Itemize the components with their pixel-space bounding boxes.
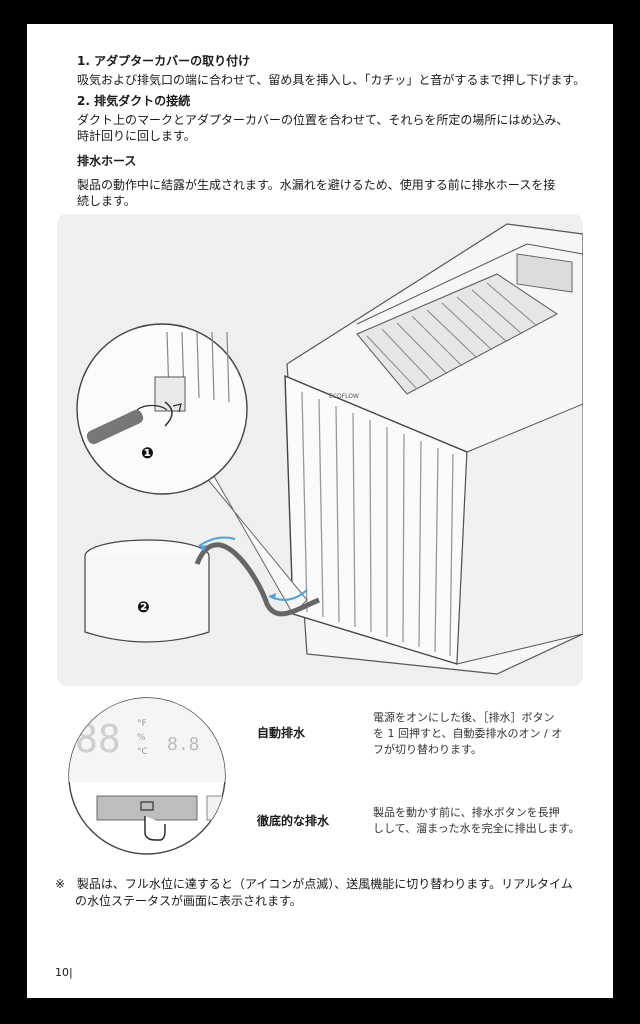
step-1-body: 吸気および排気口の端に合わせて、留め具を挿入し、「カチッ」と音がするまで押し下げ… [77,73,586,87]
drain-hose-body-line1: 製品の動作中に結露が生成されます。水漏れを避けるため、使用する前に排水ホースを接 [77,178,556,192]
display-small-digits: 8.8 [167,734,200,755]
callout-2: ❷ [137,598,150,616]
auto-drain-desc-line3: フが切り替わります。 [373,743,482,756]
unit-fahrenheit: °F [137,719,147,729]
air-conditioner-drawing: ECOFLOW ❶ ❷ [76,223,583,675]
step-2-heading: 2. 排気ダクトの接続 [77,92,190,109]
note-mark: ※ [55,877,66,891]
auto-drain-desc-line1: 電源をオンにした後、［排水］ボタン [373,711,555,724]
drain-hose-heading: 排水ホース [77,154,137,168]
manual-page: 1. アダプターカバーの取り付け 吸気および排気口の端に合わせて、留め具を挿入し… [27,24,613,998]
step-2-body-line2: 時計回りに回します。 [77,129,196,143]
page-number: 10| [55,966,73,979]
control-panel-drawing: 88 °F % °C 8.8 [68,697,226,855]
display-digits: 88 [75,717,121,761]
step-1-number: 1. [77,54,90,68]
full-drain-desc-line1: 製品を動かす前に、排水ボタンを長押 [373,806,560,819]
unit-percent: % [137,733,146,743]
step-1-title: アダプターカバーの取り付け [94,54,251,68]
note: ※ 製品は、フル水位に達すると（アイコンが点滅）、送風機能に切り替わります。リア… [55,876,595,910]
unit-celsius: °C [137,747,148,757]
step-2-body-line1: ダクト上のマークとアダプターカバーの位置を合わせて、それらを所定の場所にはめ込み… [77,113,569,127]
drain-hose-illustration: ECOFLOW ❶ ❷ [57,214,583,686]
note-line1: 製品は、フル水位に達すると（アイコンが点滅）、送風機能に切り替わります。リアルタ… [76,877,573,891]
drain-hose-body-line2: 続します。 [77,194,136,208]
full-drain-label: 徹底的な排水 [257,814,330,828]
step-1-heading: 1. アダプターカバーの取り付け [77,52,250,69]
step-2-number: 2. [77,94,90,108]
note-line2: の水位ステータスが画面に表示されます。 [75,894,302,908]
brand-logo: ECOFLOW [329,393,359,400]
step-2-title: 排気ダクトの接続 [94,94,191,108]
auto-drain-label: 自動排水 [257,726,306,740]
callout-1: ❶ [141,444,154,462]
auto-drain-desc-line2: を 1 回押すと、自動委排水のオン / オ [373,727,563,740]
full-drain-desc-line2: しして、溜まった水を完全に排出します。 [373,822,580,835]
